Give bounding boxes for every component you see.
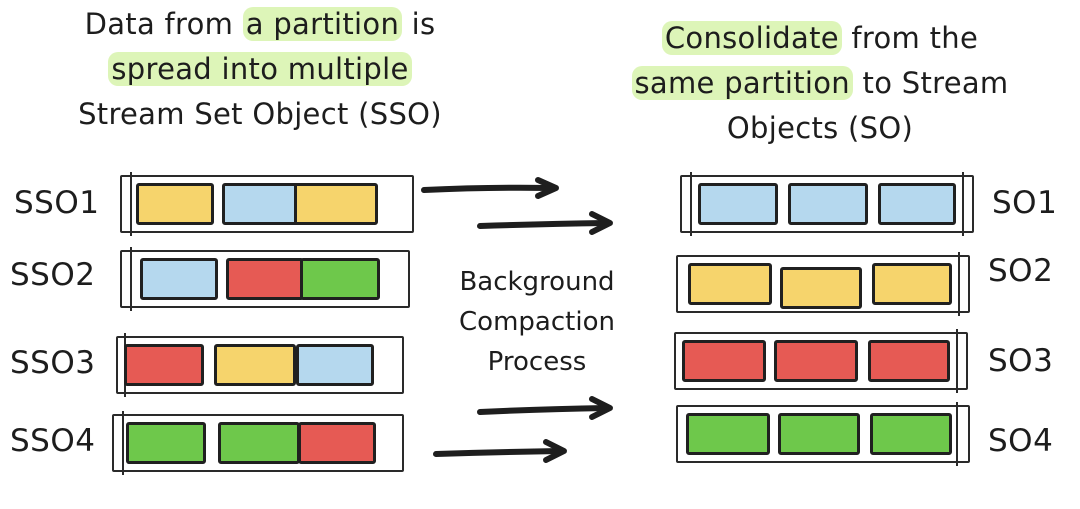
row-divider <box>962 172 964 236</box>
sso-4-block-2 <box>218 422 300 464</box>
middle-line-1: Background <box>459 267 615 297</box>
same-partition-highlight: same partition <box>631 66 853 100</box>
sso-label-2: SSO2 <box>10 257 96 293</box>
so-label-3: SO3 <box>988 343 1054 379</box>
row-divider <box>956 329 958 393</box>
so-label-2: SO2 <box>988 253 1054 289</box>
right-caption: Consolidate from the same partition to S… <box>600 16 1040 151</box>
sso-2-block-2 <box>226 258 304 300</box>
consolidate-highlight: Consolidate <box>661 21 842 55</box>
arrow-icon <box>477 211 613 235</box>
left-caption-line-1: Data from a partition is <box>50 2 470 47</box>
partition-highlight: a partition <box>242 7 403 41</box>
left-caption-text: is <box>402 7 436 41</box>
sso-label-1: SSO1 <box>14 185 100 221</box>
left-caption: Data from a partition is spread into mul… <box>50 2 470 137</box>
sso-2-block-3 <box>300 258 380 300</box>
arrow-icon <box>477 396 613 420</box>
sso-label-3: SSO3 <box>10 345 96 381</box>
sso-3-block-1 <box>124 344 204 386</box>
sso-row-3 <box>116 333 404 397</box>
middle-line-3: Process <box>487 347 587 377</box>
so-row-1 <box>680 172 974 236</box>
so-label-4: SO4 <box>988 423 1054 459</box>
so-row-3 <box>674 329 968 393</box>
left-caption-line-3: Stream Set Object (SSO) <box>78 97 442 131</box>
so-3-block-1 <box>682 340 766 382</box>
left-caption-line-2: spread into multiple <box>50 47 470 92</box>
so-row-4 <box>676 402 970 466</box>
so-2-block-2 <box>780 267 862 309</box>
right-caption-line-1: Consolidate from the <box>600 16 1040 61</box>
row-divider <box>958 252 960 316</box>
right-caption-text: from the <box>841 21 979 55</box>
row-divider <box>122 411 124 475</box>
arrow-icon <box>421 177 559 199</box>
sso-1-block-1 <box>136 183 214 225</box>
row-divider <box>956 402 958 466</box>
sso-3-block-2 <box>214 344 296 386</box>
left-caption-text: Data from <box>84 7 243 41</box>
sso-row-1 <box>120 172 414 236</box>
so-1-block-1 <box>698 183 778 225</box>
right-caption-text: to Stream <box>853 66 1009 100</box>
so-2-block-1 <box>688 263 772 305</box>
middle-line-2: Compaction <box>459 307 615 337</box>
sso-4-block-3 <box>298 422 376 464</box>
compaction-process-label: Background Compaction Process <box>448 262 626 382</box>
right-caption-line-2: same partition to Stream <box>600 61 1040 106</box>
row-divider <box>130 247 132 311</box>
sso-3-block-3 <box>296 344 374 386</box>
row-divider <box>130 172 132 236</box>
so-4-block-2 <box>778 413 860 455</box>
so-label-1: SO1 <box>992 185 1058 221</box>
so-4-block-1 <box>686 413 770 455</box>
sso-2-block-1 <box>140 258 218 300</box>
so-2-block-3 <box>872 263 952 305</box>
row-divider <box>690 172 692 236</box>
so-1-block-3 <box>878 183 956 225</box>
sso-row-4 <box>112 411 404 475</box>
right-caption-line-3: Objects (SO) <box>726 111 914 145</box>
so-4-block-3 <box>870 413 952 455</box>
sso-4-block-1 <box>126 422 206 464</box>
sso-1-block-3 <box>294 183 378 225</box>
so-row-2 <box>676 252 970 316</box>
arrow-icon <box>433 439 567 463</box>
sso-label-4: SSO4 <box>10 423 96 459</box>
spread-highlight: spread into multiple <box>108 52 412 86</box>
so-3-block-2 <box>774 340 858 382</box>
so-3-block-3 <box>868 340 950 382</box>
so-1-block-2 <box>788 183 868 225</box>
sso-row-2 <box>120 247 410 311</box>
